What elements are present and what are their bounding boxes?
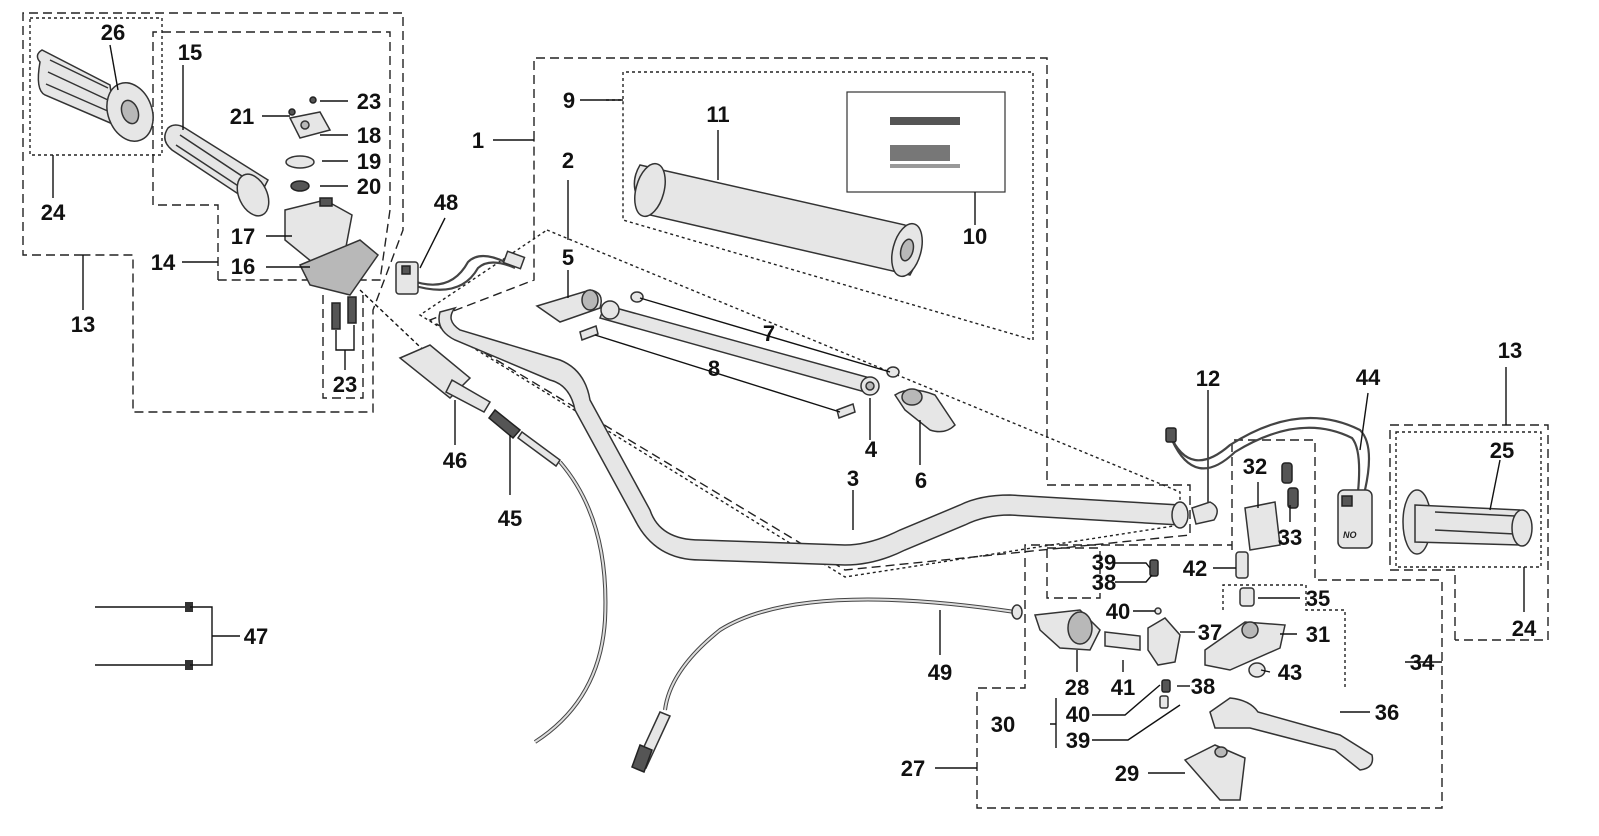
- callout-42: 42: [1183, 556, 1207, 581]
- callout-2: 2: [562, 148, 574, 173]
- callout-24-left: 24: [41, 200, 66, 225]
- crossbar-drawing: [579, 291, 900, 419]
- callout-16: 16: [231, 254, 255, 279]
- callout-44: 44: [1356, 365, 1381, 390]
- callout-7: 7: [763, 321, 775, 346]
- callout-40-top: 40: [1106, 599, 1130, 624]
- callout-20: 20: [357, 174, 381, 199]
- right-grip-drawing: [1402, 489, 1533, 555]
- callout-38-bottom: 38: [1191, 674, 1215, 699]
- callout-35: 35: [1306, 586, 1330, 611]
- handlebar-drawing: [438, 306, 1189, 566]
- callout-5: 5: [562, 245, 574, 270]
- callout-23-bottom: 23: [333, 372, 357, 397]
- callout-10: 10: [963, 224, 987, 249]
- callout-14: 14: [151, 250, 176, 275]
- callout-8: 8: [708, 356, 720, 381]
- bar-pad-drawing: [633, 162, 923, 278]
- callout-39-top: 39: [1092, 550, 1116, 575]
- callout-1: 1: [472, 128, 484, 153]
- callout-17: 17: [231, 224, 255, 249]
- clutch-cable-drawing: [631, 597, 1023, 773]
- start-switch-drawing: NO: [1165, 416, 1373, 549]
- clamps-drawing: [535, 289, 956, 433]
- callout-47: 47: [244, 624, 268, 649]
- callout-43: 43: [1278, 660, 1302, 685]
- throttle-cable-drawing: [359, 289, 608, 744]
- callout-18: 18: [357, 123, 381, 148]
- callout-11: 11: [706, 102, 729, 127]
- clutch-perch-drawing: [1033, 462, 1374, 801]
- callout-27: 27: [901, 756, 925, 781]
- left-grip-drawing: [36, 49, 154, 142]
- zip-ties-drawing: [95, 602, 193, 670]
- callout-32: 32: [1243, 454, 1267, 479]
- callout-36: 36: [1375, 700, 1399, 725]
- callout-9: 9: [563, 88, 575, 113]
- leader-lines: [52, 44, 1525, 774]
- callout-38-top: 38: [1092, 570, 1116, 595]
- callout-15: 15: [178, 40, 202, 65]
- callout-13-left: 13: [71, 312, 95, 337]
- callout-13-right: 13: [1498, 338, 1522, 363]
- callout-48: 48: [434, 190, 458, 215]
- callout-24-right: 24: [1512, 616, 1537, 641]
- switch-label: NO: [1343, 530, 1357, 540]
- callout-34: 34: [1410, 650, 1435, 675]
- throttle-tube-drawing: [164, 124, 270, 217]
- kill-switch-drawing: [395, 250, 526, 295]
- callout-labels: 1 2 3 4 5 6 7 8 9 10 11 12 13 13 14 15 1…: [41, 20, 1537, 786]
- callout-6: 6: [915, 468, 927, 493]
- callout-23-top: 23: [357, 89, 381, 114]
- callout-4: 4: [865, 437, 878, 462]
- callout-46: 46: [443, 448, 467, 473]
- throttle-housing-drawing: [284, 96, 380, 330]
- callout-12: 12: [1196, 366, 1220, 391]
- callout-25: 25: [1490, 438, 1514, 463]
- callout-49: 49: [928, 660, 952, 685]
- group-outlines: [22, 12, 1549, 809]
- callout-26: 26: [101, 20, 125, 45]
- callout-21: 21: [230, 104, 254, 129]
- callout-19: 19: [357, 149, 381, 174]
- callout-31: 31: [1306, 622, 1330, 647]
- callout-3: 3: [847, 466, 859, 491]
- callout-33: 33: [1278, 525, 1302, 550]
- callout-30: 30: [991, 712, 1015, 737]
- callout-40-bottom: 40: [1066, 702, 1090, 727]
- callout-28: 28: [1065, 675, 1089, 700]
- callout-37: 37: [1198, 620, 1222, 645]
- callout-45: 45: [498, 506, 522, 531]
- callout-41: 41: [1111, 675, 1135, 700]
- sticker-sheet-drawing: [846, 91, 1006, 193]
- callout-29: 29: [1115, 761, 1139, 786]
- callout-39-bottom: 39: [1066, 728, 1090, 753]
